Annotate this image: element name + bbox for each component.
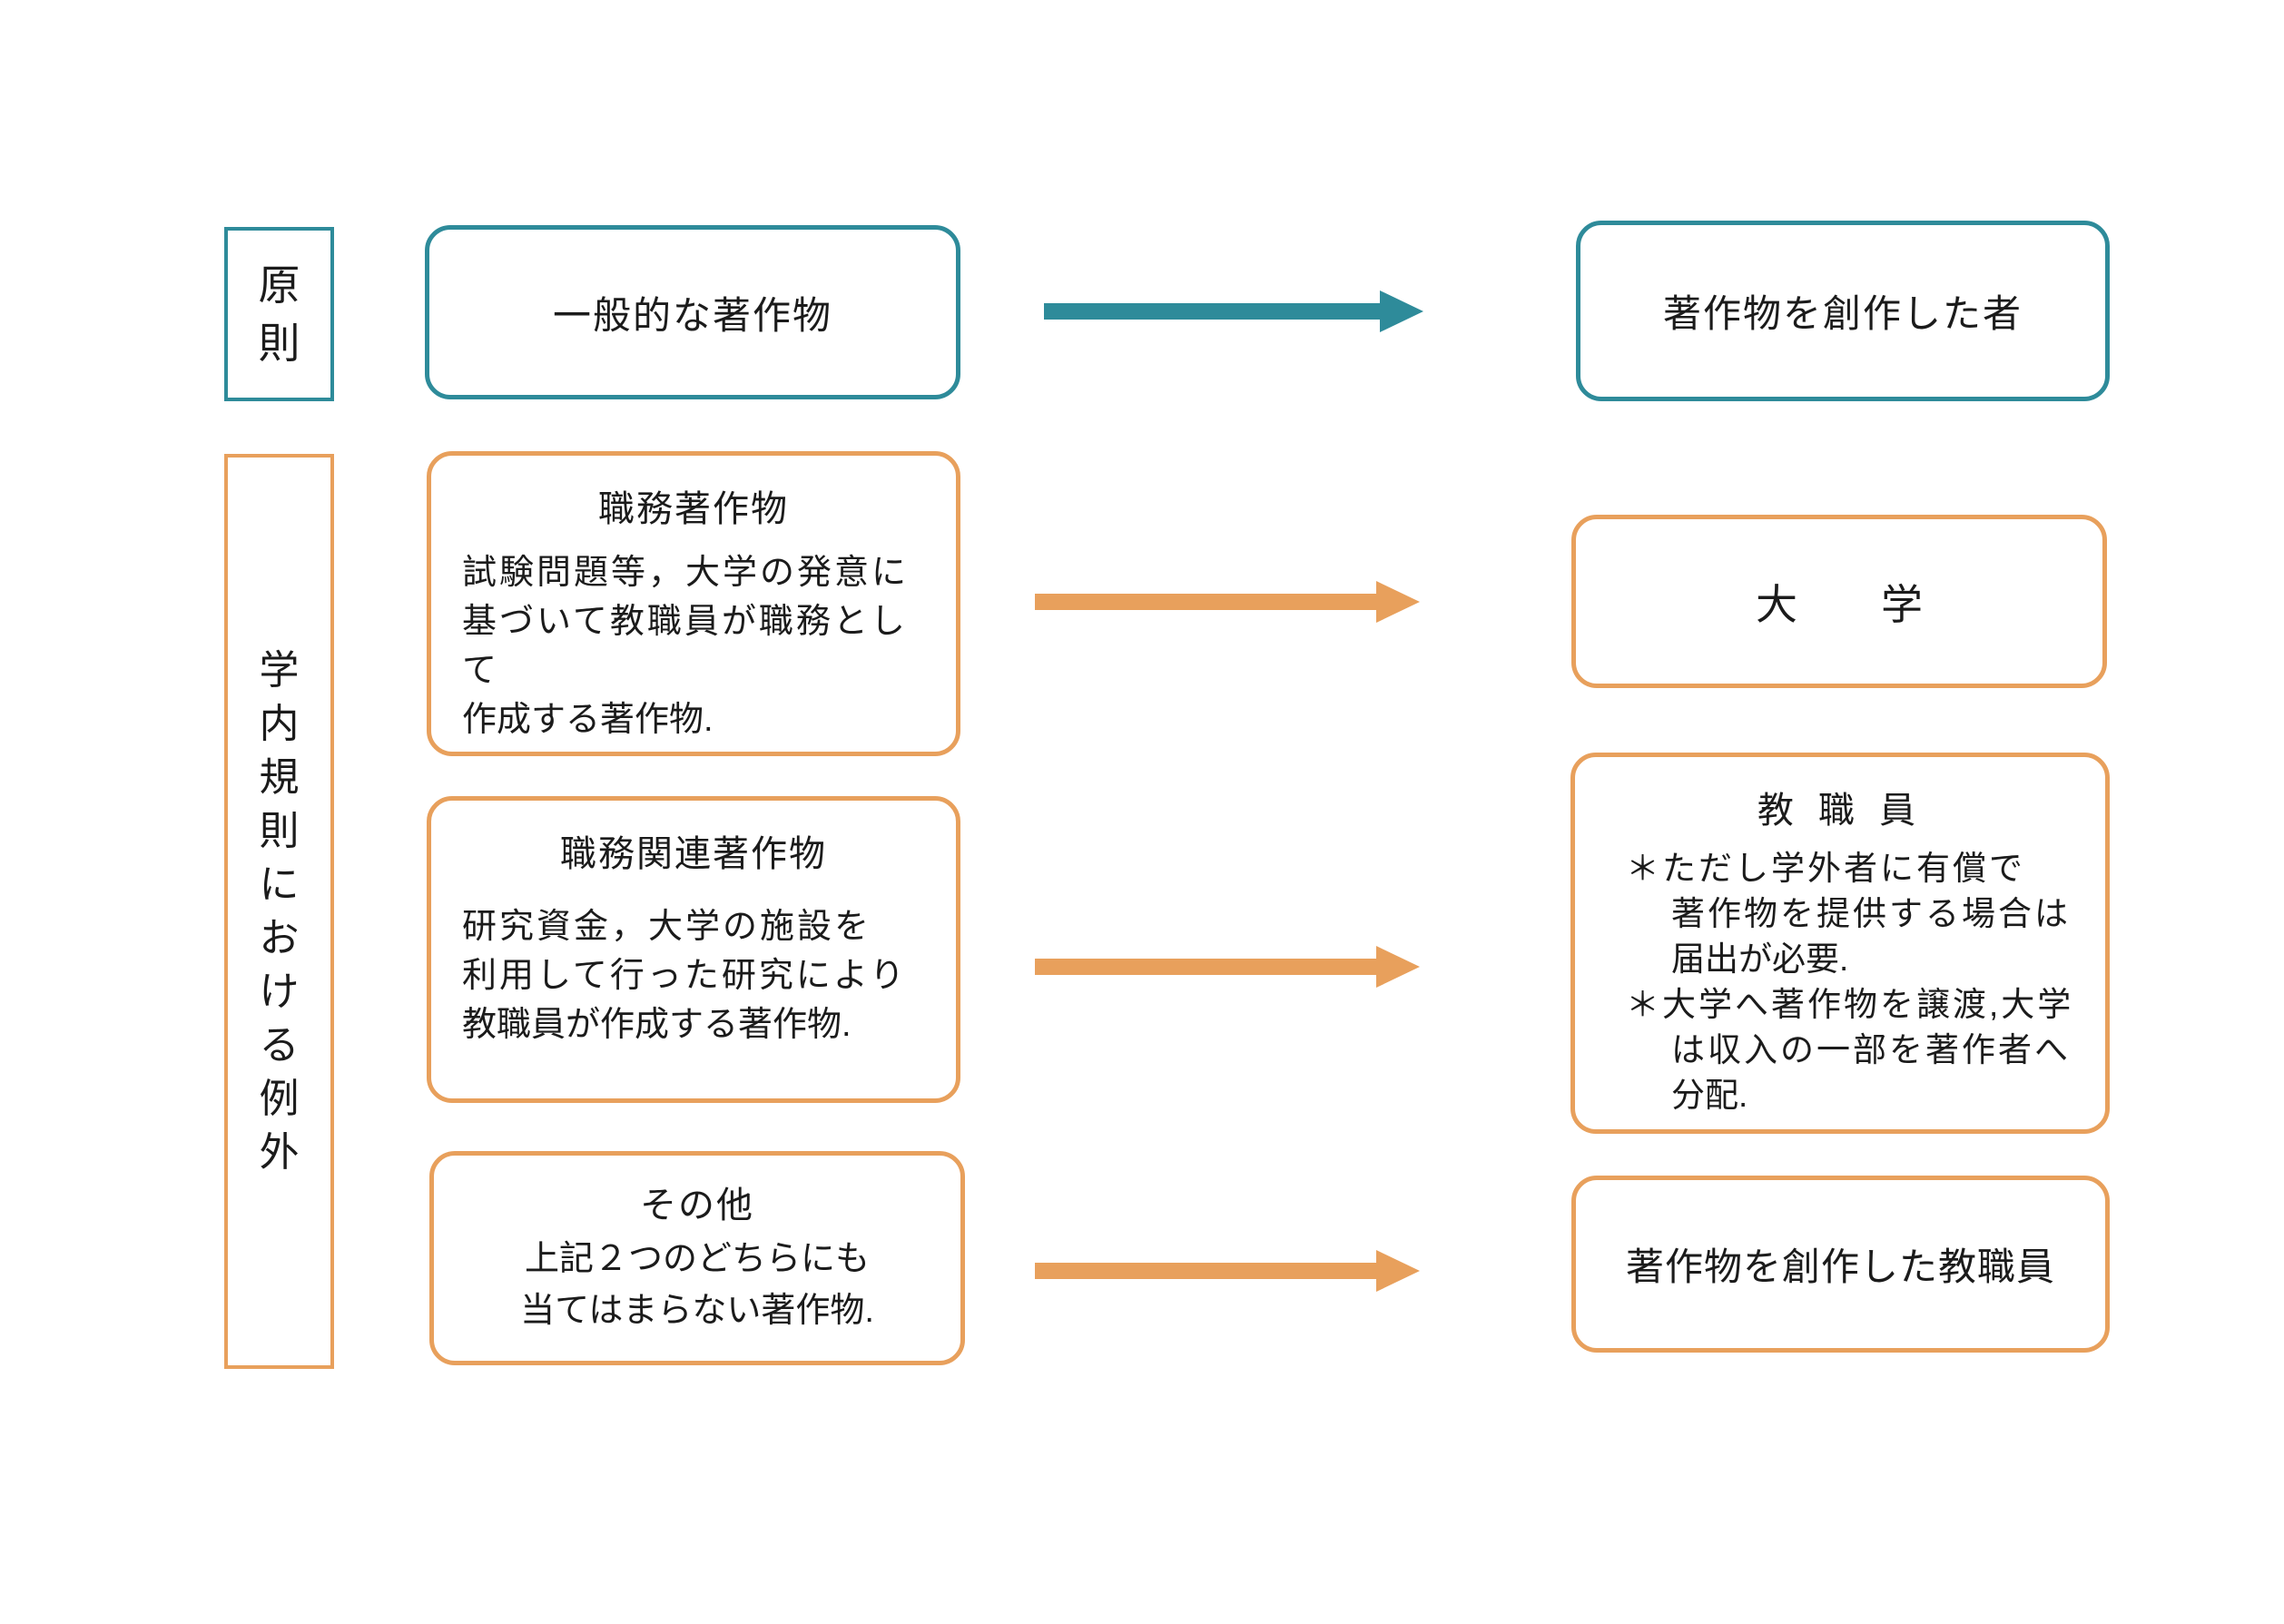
arrow-shaft — [1035, 594, 1378, 610]
duty-related-arrow-icon — [1035, 946, 1420, 988]
other-arrow-icon — [1035, 1250, 1420, 1292]
body-line: 教職員が作成する著作物. — [462, 1006, 852, 1044]
staff-creator-box: 著作物を創作した教職員 — [1571, 1176, 2110, 1353]
vertical-label-char: 例 — [259, 1076, 300, 1121]
work-for-hire-box: 職務著作物 試験問題等，大学の発意に 基づいて教職員が職務として 作成する著作物… — [427, 451, 960, 756]
vertical-label-char: に — [259, 861, 300, 907]
vertical-label-char: 規 — [259, 754, 300, 800]
note-line: 著作物を提供する場合は — [1671, 895, 2071, 932]
duty-related-box: 職務関連著作物 研究資金，大学の施設を 利用して行った研究により 教職員が作成す… — [427, 796, 960, 1103]
arrow-shaft — [1035, 1263, 1378, 1279]
creator-owner-box: 著作物を創作した者 — [1576, 221, 2110, 401]
arrow-head — [1380, 290, 1423, 332]
note-line: 届出が必要. — [1671, 940, 1849, 978]
arrow-head — [1376, 946, 1420, 988]
vertical-label-char: け — [259, 969, 300, 1014]
principle-label-box: 原則 — [224, 227, 334, 401]
note-line: ＊ただし学外者に有償で — [1626, 850, 2025, 887]
vertical-label-char: 則 — [258, 320, 300, 367]
work-for-hire-body: 試験問題等，大学の発意に 基づいて教職員が職務として 作成する著作物. — [431, 532, 956, 744]
other-body: 上記２つのどちらにも 当てはまらない著作物. — [434, 1228, 960, 1337]
work-for-hire-title: 職務著作物 — [598, 489, 789, 529]
vertical-label-char: 原 — [258, 261, 300, 309]
university-box: 大 学 — [1571, 515, 2107, 688]
other-box: その他 上記２つのどちらにも 当てはまらない著作物. — [429, 1151, 965, 1365]
general-work-text: 一般的な著作物 — [552, 293, 832, 337]
body-line: 作成する著作物. — [462, 701, 714, 739]
other-title: その他 — [640, 1186, 754, 1225]
principle-arrow-icon — [1044, 290, 1423, 332]
creator-owner-text: 著作物を創作した者 — [1662, 292, 2023, 335]
body-line: 利用して行った研究により — [462, 957, 908, 995]
staff-box: 教 職 員 ＊ただし学外者に有償で 著作物を提供する場合は 届出が必要. ＊大学… — [1570, 753, 2110, 1134]
vertical-label-char: 内 — [259, 701, 300, 746]
vertical-label-char: 学 — [259, 647, 300, 693]
arrow-head — [1376, 1250, 1420, 1292]
exception-label-box: 学内規則における例外 — [224, 454, 334, 1369]
arrow-shaft — [1044, 303, 1382, 320]
note-line: は収入の一部を著作者へ — [1671, 1031, 2071, 1068]
university-text: 大 学 — [1756, 580, 1944, 628]
body-line: 基づいて教職員が職務として — [462, 603, 908, 690]
body-line: 上記２つのどちらにも — [524, 1240, 870, 1278]
general-work-box: 一般的な著作物 — [425, 225, 960, 399]
note-line: ＊大学へ著作物を譲渡,大学 — [1626, 986, 2074, 1023]
duty-related-body: 研究資金，大学の施設を 利用して行った研究により 教職員が作成する著作物. — [431, 877, 956, 1049]
body-line: 当てはまらない著作物. — [520, 1292, 874, 1330]
note-line: 分配. — [1671, 1077, 1748, 1114]
vertical-label-char: 外 — [259, 1129, 300, 1175]
arrow-head — [1376, 581, 1420, 623]
body-line: 試験問題等，大学の発意に — [462, 554, 910, 592]
vertical-label-char: る — [259, 1022, 300, 1068]
arrow-shaft — [1035, 959, 1378, 975]
staff-creator-text: 著作物を創作した教職員 — [1625, 1245, 2055, 1288]
vertical-label-char: お — [259, 915, 300, 960]
body-line: 研究資金，大学の施設を — [462, 908, 872, 946]
duty-related-title: 職務関連著作物 — [560, 834, 827, 874]
work-for-hire-arrow-icon — [1035, 581, 1420, 623]
vertical-label-char: 則 — [259, 808, 300, 853]
staff-notes: ＊ただし学外者に有償で 著作物を提供する場合は 届出が必要. ＊大学へ著作物を譲… — [1575, 846, 2105, 1118]
staff-title: 教 職 員 — [1757, 791, 1924, 831]
